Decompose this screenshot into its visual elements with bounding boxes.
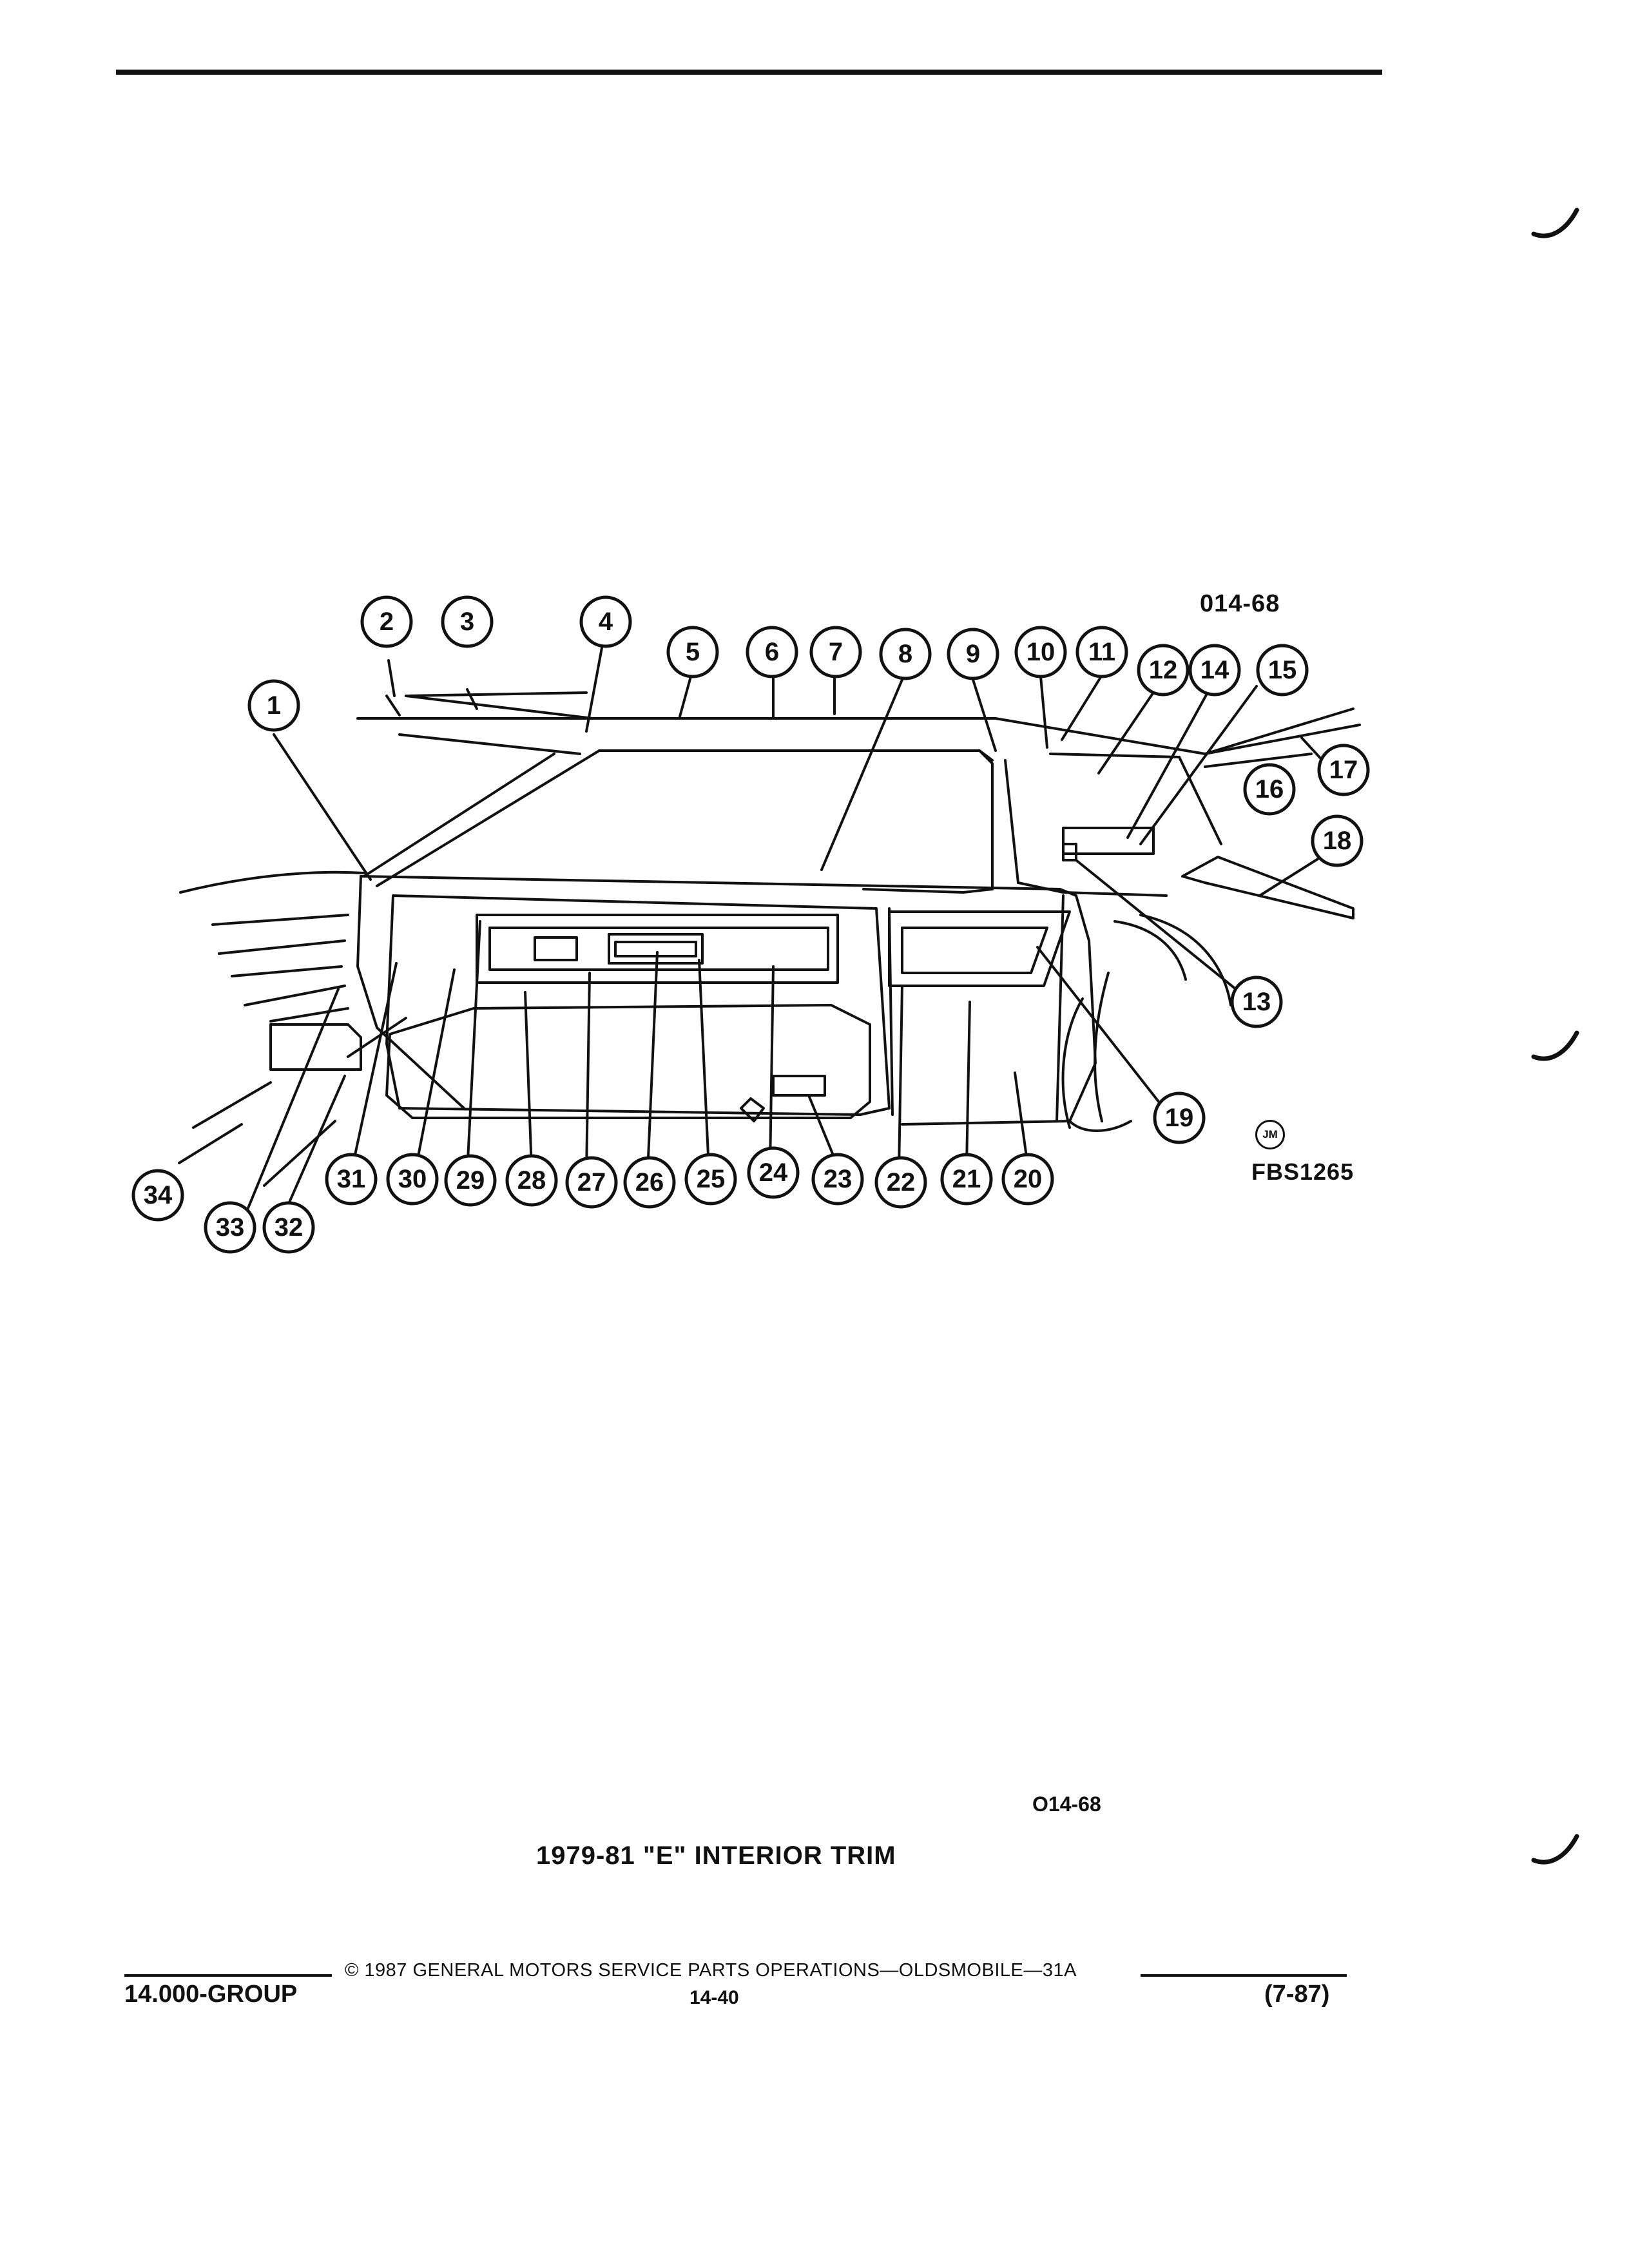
svg-text:4: 4 xyxy=(599,608,613,636)
svg-text:3: 3 xyxy=(460,608,474,636)
callout-8: 8 xyxy=(879,628,932,680)
svg-text:24: 24 xyxy=(759,1158,788,1187)
callout-2: 2 xyxy=(360,595,413,648)
group-number: 14.000-GROUP xyxy=(124,1981,298,2008)
callout-bubbles: 1 2 3 4 5 6 7 8 9 10 11 12 13 14 15 16 1… xyxy=(131,595,1370,1254)
svg-text:2: 2 xyxy=(380,608,394,636)
svg-text:1: 1 xyxy=(267,691,281,720)
svg-text:16: 16 xyxy=(1255,775,1284,803)
svg-text:14: 14 xyxy=(1200,656,1229,684)
svg-text:28: 28 xyxy=(517,1166,546,1195)
footer-rule-right xyxy=(1141,1974,1347,1977)
callout-5: 5 xyxy=(666,626,719,678)
svg-text:7: 7 xyxy=(829,638,843,666)
callout-29: 29 xyxy=(444,1154,497,1207)
callout-28: 28 xyxy=(505,1154,558,1207)
svg-text:22: 22 xyxy=(887,1168,916,1196)
callout-25: 25 xyxy=(684,1153,737,1206)
svg-text:34: 34 xyxy=(144,1181,173,1209)
svg-text:33: 33 xyxy=(216,1213,245,1242)
callout-4: 4 xyxy=(579,595,632,648)
callout-34: 34 xyxy=(131,1169,184,1222)
svg-text:18: 18 xyxy=(1323,827,1352,855)
callout-1: 1 xyxy=(247,679,300,732)
svg-text:26: 26 xyxy=(635,1168,664,1196)
svg-text:25: 25 xyxy=(697,1165,726,1193)
callout-27: 27 xyxy=(565,1156,618,1209)
svg-text:20: 20 xyxy=(1014,1165,1043,1193)
callout-23: 23 xyxy=(811,1153,864,1206)
callout-20: 20 xyxy=(1001,1153,1054,1206)
callout-21: 21 xyxy=(940,1153,993,1206)
page-number: 14-40 xyxy=(689,1987,739,2008)
svg-text:17: 17 xyxy=(1329,756,1358,784)
callout-19: 19 xyxy=(1153,1091,1206,1144)
header-rule xyxy=(116,70,1382,75)
svg-text:27: 27 xyxy=(577,1168,606,1196)
callout-15: 15 xyxy=(1256,644,1309,697)
callout-24: 24 xyxy=(747,1146,800,1199)
callout-7: 7 xyxy=(809,626,862,678)
figure-caption: 1979-81 "E" INTERIOR TRIM xyxy=(536,1841,896,1870)
leader-arrows xyxy=(178,643,1338,1209)
callout-30: 30 xyxy=(386,1153,439,1206)
binding-mark-1 xyxy=(1531,207,1579,238)
callout-10: 10 xyxy=(1014,626,1067,678)
binding-mark-2 xyxy=(1531,1030,1579,1061)
copyright-notice: © 1987 GENERAL MOTORS SERVICE PARTS OPER… xyxy=(345,1960,1077,1981)
svg-text:31: 31 xyxy=(337,1165,366,1193)
svg-text:13: 13 xyxy=(1242,988,1271,1016)
svg-text:15: 15 xyxy=(1268,656,1297,684)
line-art xyxy=(179,691,1361,1187)
svg-text:29: 29 xyxy=(456,1166,485,1195)
callout-11: 11 xyxy=(1075,626,1128,678)
callout-16: 16 xyxy=(1243,763,1296,816)
callout-3: 3 xyxy=(441,595,494,648)
svg-text:30: 30 xyxy=(398,1165,427,1193)
svg-text:19: 19 xyxy=(1165,1104,1194,1132)
callout-17: 17 xyxy=(1317,744,1370,796)
callout-9: 9 xyxy=(947,628,999,680)
callout-13: 13 xyxy=(1230,975,1283,1028)
callout-18: 18 xyxy=(1311,814,1364,867)
footer-rule-left xyxy=(124,1974,332,1977)
svg-text:32: 32 xyxy=(275,1213,304,1242)
callout-6: 6 xyxy=(746,626,798,678)
svg-text:8: 8 xyxy=(898,640,912,668)
callout-26: 26 xyxy=(623,1156,676,1209)
figure-code-top: 014-68 xyxy=(1200,590,1280,617)
callout-32: 32 xyxy=(262,1201,315,1254)
callout-14: 14 xyxy=(1188,644,1241,697)
callout-22: 22 xyxy=(874,1156,927,1209)
svg-text:11: 11 xyxy=(1088,638,1115,666)
svg-text:12: 12 xyxy=(1149,656,1178,684)
svg-text:23: 23 xyxy=(824,1165,853,1193)
svg-text:5: 5 xyxy=(686,638,700,666)
callout-12: 12 xyxy=(1137,644,1190,697)
callout-31: 31 xyxy=(325,1153,378,1206)
artist-mark: JM xyxy=(1255,1120,1285,1149)
illustration-id: FBS1265 xyxy=(1251,1158,1354,1185)
svg-text:21: 21 xyxy=(952,1165,981,1193)
revision-date: (7-87) xyxy=(1264,1981,1330,2008)
svg-text:6: 6 xyxy=(765,638,779,666)
callout-33: 33 xyxy=(204,1201,256,1254)
binding-mark-3 xyxy=(1531,1834,1579,1865)
svg-text:9: 9 xyxy=(966,640,980,668)
svg-text:10: 10 xyxy=(1027,638,1055,666)
figure-code-bottom: O14-68 xyxy=(1032,1792,1101,1816)
